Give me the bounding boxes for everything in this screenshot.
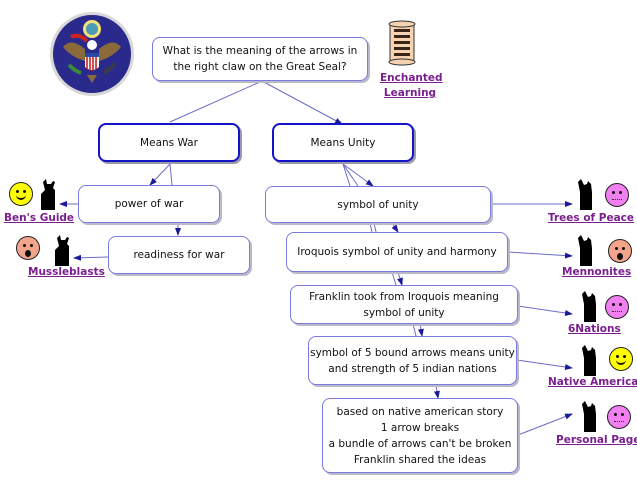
link-question-unity xyxy=(261,80,343,125)
link-war-power xyxy=(149,163,171,186)
native-american-link[interactable]: Native American xyxy=(548,376,637,388)
native-story-line-2: 1 arrow breaks xyxy=(380,421,460,434)
link-iroquois-mennonites xyxy=(507,251,573,259)
bound-arrows-line-1: symbol of 5 bound arrows means unity xyxy=(310,346,515,359)
happy-face-icon xyxy=(609,347,633,371)
native-story-line-4: Franklin shared the ideas xyxy=(353,453,487,466)
power-of-war-label: power of war xyxy=(114,198,184,210)
link-franklin-6nations xyxy=(517,305,573,316)
link-symbol-iroquois-c xyxy=(391,222,399,233)
speaker-icon xyxy=(582,291,596,322)
means-unity-node[interactable]: Means Unity xyxy=(272,123,414,162)
neutral-face-icon xyxy=(605,295,629,319)
means-unity-label: Means Unity xyxy=(310,136,376,149)
enchanted-learning-line-1[interactable]: Enchanted xyxy=(380,72,443,84)
link-question-war xyxy=(169,80,263,123)
readiness-for-war-label: readiness for war xyxy=(133,249,225,261)
speaker-icon xyxy=(578,235,592,266)
question-line-2: the right claw on the Great Seal? xyxy=(173,61,347,73)
mennonites-link[interactable]: Mennonites xyxy=(562,266,632,278)
mussleblasts-link[interactable]: Mussleblasts xyxy=(28,266,105,278)
link-iroquois-franklin-b xyxy=(397,271,403,286)
speaker-icon xyxy=(41,179,55,210)
iroquois-node[interactable]: Iroquois symbol of unity and harmony xyxy=(286,232,508,272)
native-story-line-1: based on native american story xyxy=(336,405,504,418)
link-bound-story xyxy=(433,384,440,399)
link-unity-symbol-c xyxy=(342,163,374,187)
symbol-of-unity-label: symbol of unity xyxy=(337,198,419,211)
readiness-for-war-node[interactable]: readiness for war xyxy=(108,236,250,274)
native-story-line-3: a bundle of arrows can't be broken xyxy=(328,437,512,450)
symbol-of-unity-node[interactable]: symbol of unity xyxy=(265,186,491,223)
link-franklin-bound-a xyxy=(412,323,417,337)
link-readiness-mussleblasts xyxy=(73,254,109,261)
means-war-label: Means War xyxy=(140,136,198,149)
speaker-icon xyxy=(582,345,596,376)
link-unity-symbol-a xyxy=(342,163,351,187)
trees-of-peace-link[interactable]: Trees of Peace xyxy=(548,212,635,224)
speaker-icon xyxy=(578,179,592,210)
franklin-node[interactable]: Franklin took from Iroquois meaning symb… xyxy=(290,285,518,324)
power-of-war-node[interactable]: power of war xyxy=(78,185,220,223)
bens-guide-link[interactable]: Ben's Guide xyxy=(4,212,75,224)
iroquois-label: Iroquois symbol of unity and harmony xyxy=(297,246,497,258)
neutral-face-icon xyxy=(605,183,629,207)
link-symbol-iroquois-a xyxy=(369,222,373,233)
link-franklin-bound-b xyxy=(417,323,424,337)
link-bound-nativeamerican xyxy=(516,359,573,370)
question-line-1: What is the meaning of the arrows in xyxy=(162,45,358,57)
scroll-icon[interactable] xyxy=(385,20,421,68)
neutral-face-icon xyxy=(607,405,631,429)
surprised-face-icon xyxy=(608,239,632,263)
enchanted-learning-line-2[interactable]: Learning xyxy=(383,87,437,99)
bound-arrows-node[interactable]: symbol of 5 bound arrows means unity and… xyxy=(308,336,517,385)
native-story-node[interactable]: based on native american story 1 arrow b… xyxy=(322,398,518,473)
6nations-link[interactable]: 6Nations xyxy=(568,323,621,335)
happy-face-icon xyxy=(9,182,33,206)
link-story-personal xyxy=(517,413,573,436)
link-unity-symbol-b xyxy=(342,163,359,187)
speaker-icon xyxy=(55,235,69,266)
bound-arrows-line-2: and strength of 5 indian nations xyxy=(328,362,497,375)
question-node[interactable]: What is the meaning of the arrows in the… xyxy=(152,37,368,81)
speaker-icon xyxy=(582,401,596,432)
link-symbol-iroquois-b xyxy=(373,222,377,233)
link-war-power-2 xyxy=(169,163,173,186)
franklin-line-1: Franklin took from Iroquois meaning xyxy=(309,290,499,303)
link-iroquois-franklin-a xyxy=(391,271,397,286)
great-seal-icon xyxy=(50,12,134,96)
personal-page-link[interactable]: Personal Page xyxy=(556,434,637,446)
franklin-line-2: symbol of unity xyxy=(363,306,445,319)
surprised-face-icon xyxy=(16,236,40,260)
means-war-node[interactable]: Means War xyxy=(98,123,240,162)
enchanted-learning-link[interactable]: Enchanted Learning xyxy=(380,71,443,101)
